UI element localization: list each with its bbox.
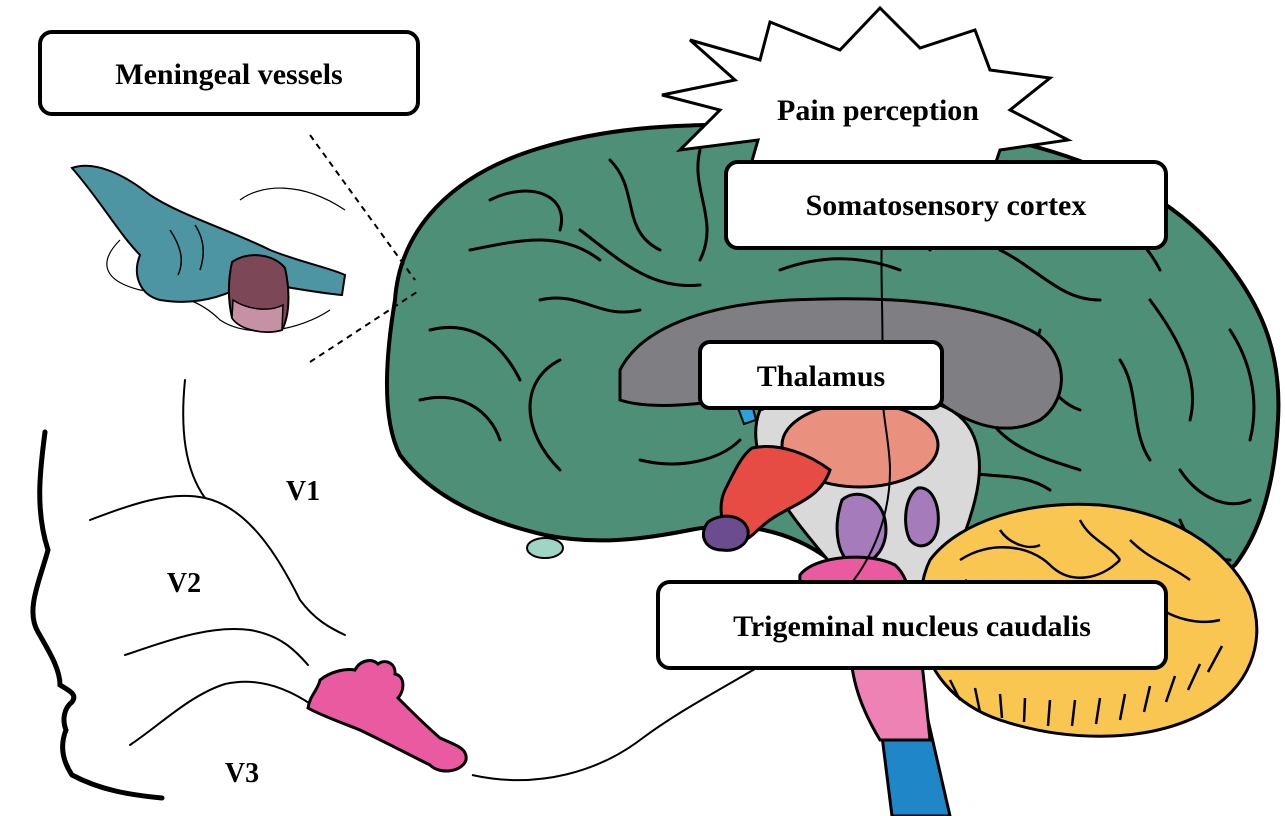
- trigeminal-nucleus-caudalis-label: Trigeminal nucleus caudalis: [658, 582, 1166, 668]
- pituitary: [703, 516, 748, 550]
- somatosensory-cortex-label: Somatosensory cortex: [726, 162, 1166, 248]
- meningeal-blue-vessel: [72, 166, 345, 302]
- midbrain-purple-right: [906, 488, 939, 546]
- trigeminal-nucleus-caudalis-text: Trigeminal nucleus caudalis: [733, 610, 1091, 643]
- pain-perception-text: Pain perception: [777, 94, 979, 127]
- meningeal-vessels-text: Meningeal vessels: [115, 58, 342, 91]
- face-outline: [33, 432, 162, 798]
- v2-v3-boundary: [125, 629, 308, 665]
- thalamus-text: Thalamus: [757, 360, 885, 393]
- midbrain-purple-left: [837, 494, 886, 565]
- v3-label: V3: [225, 758, 259, 789]
- trigeminal-ganglion: [308, 661, 466, 771]
- meningeal-outline-2: [240, 188, 345, 210]
- v1-label: V1: [286, 476, 320, 507]
- trigeminal-nerve-upper: [183, 380, 205, 498]
- meningeal-vessels-label: Meningeal vessels: [40, 32, 418, 114]
- thalamus-label: Thalamus: [700, 342, 942, 408]
- v1-v2-boundary: [90, 496, 345, 635]
- somatosensory-cortex-text: Somatosensory cortex: [806, 189, 1087, 222]
- v2-label: V2: [167, 568, 201, 599]
- meningeal-vessels-illustration: [72, 166, 345, 332]
- optic-chiasm: [527, 538, 563, 558]
- v3-boundary: [130, 682, 312, 745]
